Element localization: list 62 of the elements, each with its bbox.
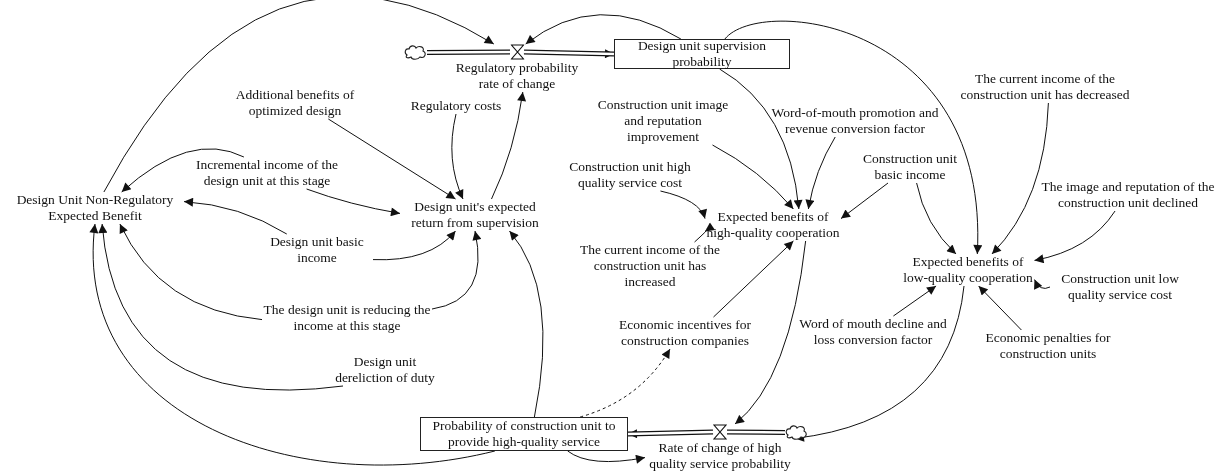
arrow <box>713 240 794 318</box>
arrow <box>978 285 1022 331</box>
arrow <box>509 230 544 418</box>
variable-label: Probability of construction unit to provide high-quality service <box>431 418 617 450</box>
arrow <box>712 144 794 210</box>
arrow <box>525 14 682 45</box>
arrow <box>567 450 646 464</box>
arrow <box>724 20 982 255</box>
flow-pipe <box>627 429 714 439</box>
variable-label: Word of mouth decline and loss conversion factor <box>798 316 948 348</box>
variable-label: Word-of-mouth promotion and revenue conversion factor <box>770 105 940 137</box>
stock-box <box>420 417 628 451</box>
arrow <box>734 240 807 425</box>
arrow <box>98 223 344 391</box>
variable-label: The current income of the construction unit has increased <box>578 242 722 290</box>
variable-label: Additional benefits of optimized design <box>234 87 356 119</box>
arrow <box>991 102 1049 255</box>
variable-label: Construction unit high quality service cost <box>568 159 692 191</box>
variable-label: The image and reputation of the construction unit declined <box>1040 179 1216 211</box>
arrow <box>694 222 715 243</box>
variable-label: Design unit supervision probability <box>636 38 768 70</box>
arrow <box>719 68 803 210</box>
arrow <box>1034 279 1051 290</box>
variable-label: Construction unit image and reputation improvement <box>596 97 730 145</box>
dashed-arrow <box>579 348 671 418</box>
arrow <box>892 285 937 317</box>
flow-pipe <box>726 429 785 435</box>
variable-label: Regulatory probability rate of change <box>454 60 580 92</box>
flow-pipe <box>427 49 510 55</box>
variable-label: Construction unit low quality service cost <box>1060 271 1180 303</box>
variable-label: Rate of change of high quality service probability <box>648 440 792 472</box>
arrow <box>183 197 288 235</box>
variable-label: Design Unit Non-Regulatory Expected Benefit <box>15 192 175 224</box>
arrow <box>1034 210 1116 263</box>
arrow <box>327 118 456 200</box>
flow-pipe <box>523 49 615 59</box>
variable-label: Design unit's expected return from supervision <box>410 199 540 231</box>
variable-label: Design unit dereliction of duty <box>334 354 436 386</box>
variable-label: The design unit is reducing the income at this stage <box>262 302 432 334</box>
arrow <box>491 91 526 200</box>
variable-label: Economic penalties for construction units <box>984 330 1112 362</box>
arrow <box>431 230 481 310</box>
variable-label: Economic incentives for construction companies <box>618 317 752 349</box>
arrow <box>805 136 836 210</box>
variable-label: The current income of the construction unit has decreased <box>960 71 1130 103</box>
arrow <box>121 148 245 193</box>
arrow <box>119 223 263 321</box>
variable-label: Expected benefits of high-quality cooperation <box>705 209 841 241</box>
arrow <box>916 182 957 255</box>
variable-label: Construction unit basic income <box>861 151 959 183</box>
arrow <box>659 190 707 220</box>
variable-label: Design unit basic income <box>269 234 365 266</box>
variable-label: Incremental income of the design unit at this stage <box>194 157 340 189</box>
arrow <box>103 0 495 193</box>
arrow <box>90 223 496 466</box>
arrow <box>840 182 889 220</box>
arrow <box>372 230 456 261</box>
variable-label: Regulatory costs <box>410 98 502 114</box>
arrow <box>451 113 464 200</box>
arrow <box>306 188 401 217</box>
variable-label: Expected benefits of low-quality cooperation <box>902 254 1034 286</box>
stock-box <box>614 39 790 69</box>
